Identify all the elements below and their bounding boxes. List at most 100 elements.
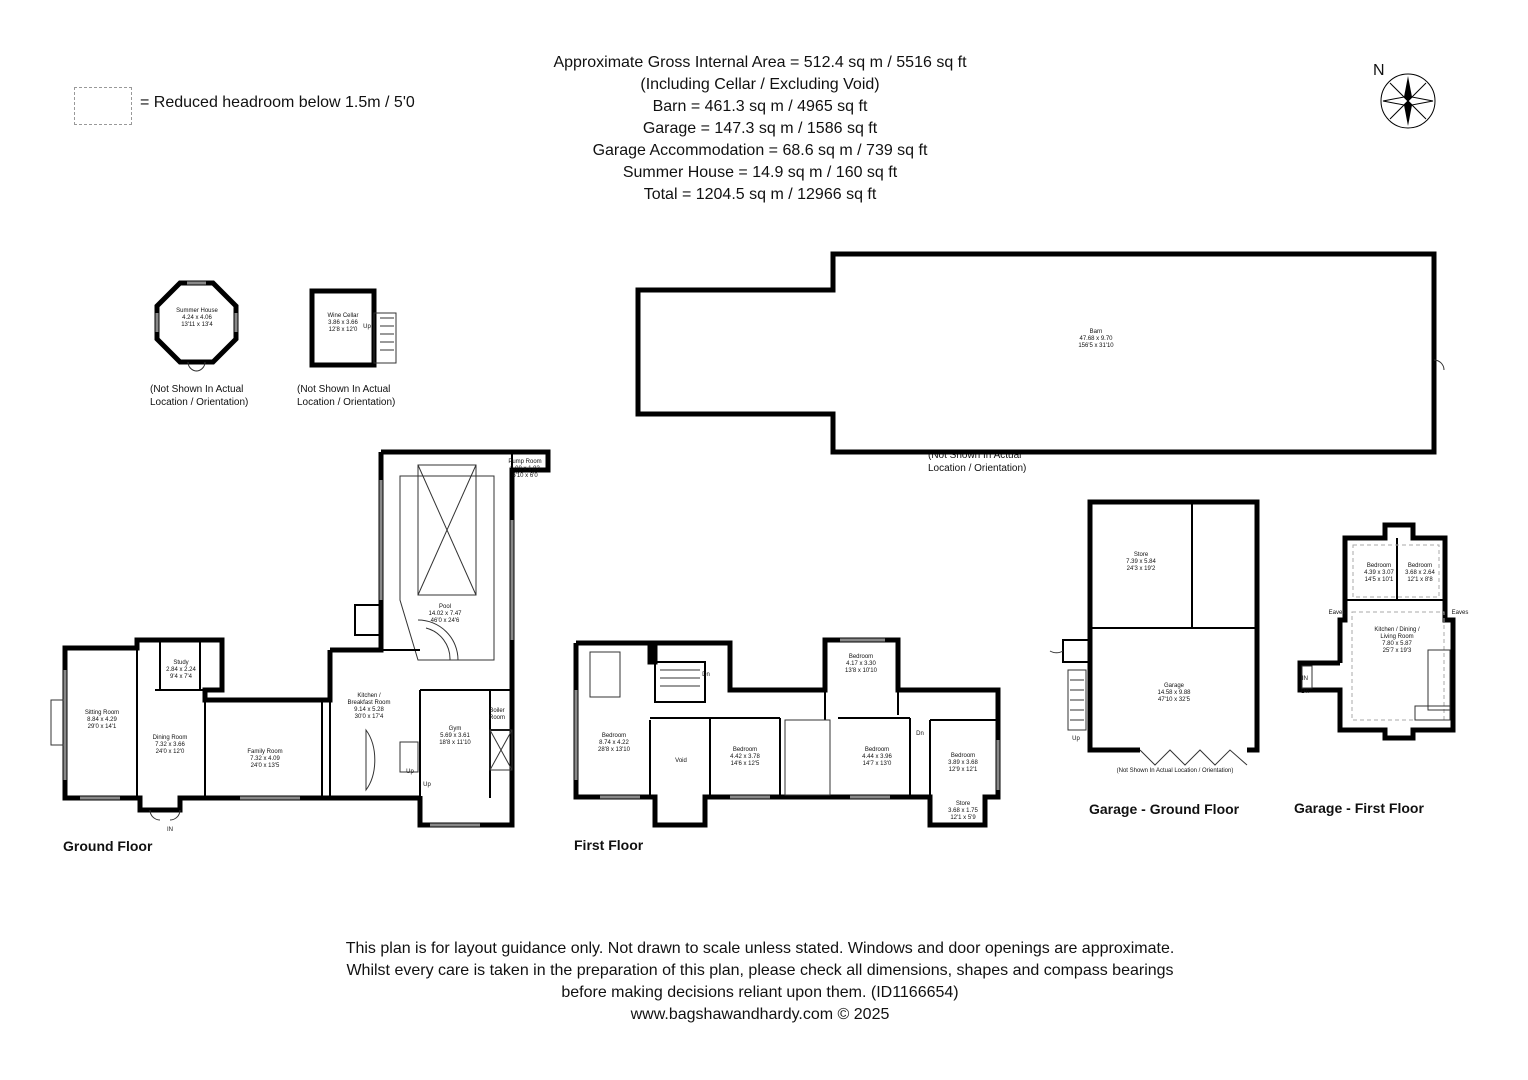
kitchen-metric: 9.14 x 5.28 — [354, 707, 384, 713]
compass-rose-icon — [1380, 73, 1436, 129]
website-line[interactable]: www.bagshawandhardy.com © 2025 — [630, 1006, 890, 1023]
area-line-4: Garage = 147.3 sq m / 1586 sq ft — [642, 120, 878, 137]
ff-bedroom-2-label: Bedroom — [733, 747, 757, 753]
disclaimer-line-2: Whilst every care is taken in the prepar… — [346, 962, 1174, 979]
dining-room-imperial: 24'0 x 12'0 — [156, 749, 185, 755]
gf-kitchen-label-1: Kitchen / Dining / — [1374, 627, 1420, 633]
gf-bedroom-2-metric: 3.68 x 2.64 — [1405, 570, 1435, 576]
ff-store-label: Store — [956, 801, 971, 807]
kitchen-label-1: Kitchen / — [357, 693, 381, 699]
ff-dn-label: Dn — [702, 672, 710, 678]
ff-bedroom-1-label: Bedroom — [602, 733, 626, 739]
summer-house-note: (Not Shown In Actual Location / Orientat… — [150, 384, 249, 408]
pool-imperial: 46'0 x 24'6 — [431, 618, 460, 624]
boiler-room-label-1: Boiler — [489, 708, 504, 714]
kitchen-label-2: Breakfast Room — [347, 700, 390, 706]
garage-label: Garage — [1164, 683, 1185, 689]
garage-ground-floor-plan — [1049, 499, 1260, 766]
family-room-metric: 7.32 x 4.09 — [250, 756, 280, 762]
ff-bedroom-4-imperial: 14'7 x 13'0 — [863, 761, 892, 767]
kitchen-imperial: 30'0 x 17'4 — [355, 714, 384, 720]
study-imperial: 9'4 x 7'4 — [170, 674, 193, 680]
pump-room-metric: 2.08 x 1.83 — [510, 466, 540, 472]
garage-ground-floor-title: Garage - Ground Floor — [1089, 801, 1240, 817]
family-room-imperial: 24'0 x 13'5 — [251, 763, 280, 769]
disclaimer-line-1: This plan is for layout guidance only. N… — [345, 940, 1175, 957]
summer-house-metric: 4.24 x 4.06 — [182, 315, 212, 321]
family-room-label: Family Room — [247, 749, 282, 755]
ff-store-metric: 3.68 x 1.75 — [948, 808, 978, 814]
gf-kitchen-imperial: 25'7 x 19'3 — [1383, 648, 1412, 654]
disclaimer-line-3: before making decisions reliant upon the… — [561, 984, 959, 1001]
barn-label: Barn — [1090, 329, 1103, 335]
pump-room-imperial: 6'10 x 6'0 — [512, 473, 538, 479]
ff-bedroom-2-metric: 4.42 x 3.78 — [730, 754, 760, 760]
reduced-headroom-swatch — [74, 87, 132, 125]
boiler-room-label-2: Room — [489, 715, 505, 721]
wine-cellar-plan — [309, 288, 397, 368]
gf-in-label-2: IN — [1302, 676, 1308, 682]
area-line-7: Total = 1204.5 sq m / 12966 sq ft — [643, 186, 877, 203]
garage-store-imperial: 24'3 x 19'2 — [1127, 566, 1156, 572]
ff-bedroom-4-metric: 4.44 x 3.96 — [862, 754, 892, 760]
gf-kitchen-label-2: Living Room — [1380, 634, 1413, 640]
wine-cellar-note: (Not Shown In Actual Location / Orientat… — [297, 384, 396, 408]
gf-dn-label: Dn — [1301, 689, 1309, 695]
study-metric: 2.84 x 2.24 — [166, 667, 196, 673]
gf-up-label: Up — [406, 769, 414, 775]
legend-text: = Reduced headroom below 1.5m / 5'0 — [140, 94, 415, 111]
gf-bedroom-1-metric: 4.39 x 3.07 — [1364, 570, 1394, 576]
ground-floor-title: Ground Floor — [63, 838, 153, 854]
garage-imperial: 47'10 x 32'5 — [1158, 697, 1191, 703]
barn-imperial: 156'5 x 31'10 — [1078, 343, 1114, 349]
ff-bedroom-3-metric: 4.17 x 3.30 — [846, 661, 876, 667]
gf-kitchen-metric: 7.80 x 5.87 — [1382, 641, 1412, 647]
sitting-room-metric: 8.84 x 4.29 — [87, 717, 117, 723]
area-line-2: (Including Cellar / Excluding Void) — [640, 76, 880, 93]
area-line-6: Summer House = 14.9 sq m / 160 sq ft — [622, 164, 898, 181]
gf-in-label: IN — [167, 827, 173, 833]
ff-bedroom-5-imperial: 12'9 x 12'1 — [949, 767, 978, 773]
void-label: Void — [675, 758, 687, 764]
disclaimer: This plan is for layout guidance only. N… — [260, 938, 1260, 1026]
pool-metric: 14.02 x 7.47 — [428, 611, 462, 617]
ff-bedroom-5-label: Bedroom — [951, 753, 975, 759]
wine-cellar-label: Wine Cellar — [327, 313, 358, 319]
wine-cellar-imperial: 12'8 x 12'0 — [329, 327, 358, 333]
pump-room-label: Pump Room — [508, 459, 541, 465]
ff-bedroom-2-imperial: 14'6 x 12'5 — [731, 761, 760, 767]
ff-bedroom-1-metric: 8.74 x 4.22 — [599, 740, 629, 746]
study-label: Study — [173, 660, 188, 666]
barn-metric: 47.68 x 9.70 — [1079, 336, 1113, 342]
ff-bedroom-4-label: Bedroom — [865, 747, 889, 753]
barn-note: (Not Shown In Actual Location / Orientat… — [928, 450, 1027, 474]
ff-bedroom-3-imperial: 13'8 x 10'10 — [845, 668, 878, 674]
garage-location-note: (Not Shown In Actual Location / Orientat… — [1117, 768, 1234, 774]
wine-cellar-up-label: Up — [363, 324, 371, 330]
gf-bedroom-2-imperial: 12'1 x 8'8 — [1407, 577, 1433, 583]
summer-house-label: Summer House — [176, 308, 218, 314]
gf-bedroom-2-label: Bedroom — [1408, 563, 1432, 569]
dining-room-label: Dining Room — [153, 735, 188, 741]
ff-bedroom-3-label: Bedroom — [849, 654, 873, 660]
ff-store-imperial: 12'1 x 5'9 — [950, 815, 976, 821]
ff-dn-label-2: Dn — [916, 731, 924, 737]
gf-bedroom-1-imperial: 14'5 x 10'1 — [1365, 577, 1394, 583]
compass-north-label: N — [1373, 62, 1385, 79]
gym-metric: 5.69 x 3.61 — [440, 733, 470, 739]
area-line-5: Garage Accommodation = 68.6 sq m / 739 s… — [592, 142, 928, 159]
summer-house-plan — [154, 280, 239, 372]
area-line-3: Barn = 461.3 sq m / 4965 sq ft — [652, 98, 868, 115]
garage-store-metric: 7.39 x 5.84 — [1126, 559, 1156, 565]
first-floor-title: First Floor — [574, 837, 644, 853]
gym-label: Gym — [449, 726, 462, 732]
garage-first-floor-plan — [1297, 522, 1456, 741]
barn-plan — [635, 251, 1445, 455]
gym-imperial: 18'8 x 11'10 — [439, 740, 471, 746]
ground-floor-plan — [50, 449, 551, 828]
ff-bedroom-5-metric: 3.89 x 3.68 — [948, 760, 978, 766]
first-floor-plan — [573, 637, 1001, 828]
sitting-room-label: Sitting Room — [85, 710, 119, 716]
gf-bedroom-1-label: Bedroom — [1367, 563, 1391, 569]
